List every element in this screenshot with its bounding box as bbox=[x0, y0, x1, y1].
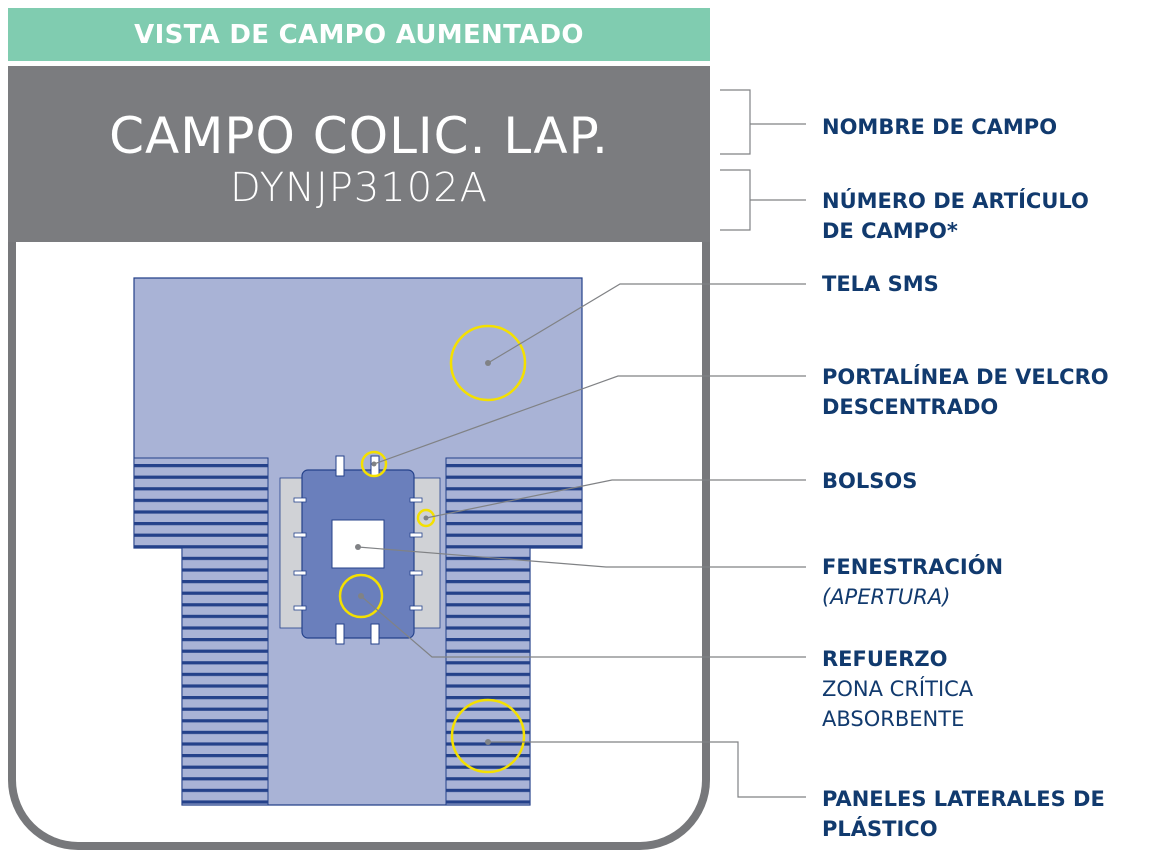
callout-item-number: NÚMERO DE ARTÍCULO DE CAMPO* bbox=[822, 186, 1152, 246]
callout-side-panels: PANELES LATERALES DE PLÁSTICO bbox=[822, 784, 1152, 844]
velcro-tab bbox=[335, 455, 345, 477]
velcro-tab bbox=[335, 623, 345, 645]
sms-fabric-leader bbox=[487, 283, 806, 364]
callout-velcro: PORTALÍNEA DE VELCRO DESCENTRADO bbox=[822, 362, 1152, 422]
side-panels-leader bbox=[488, 741, 806, 798]
side-tabs bbox=[293, 497, 423, 611]
callout-drape-name: NOMBRE DE CAMPO bbox=[822, 112, 1152, 142]
callout-fenestration-title: FENESTRACIÓN bbox=[822, 555, 1004, 579]
velcro-ring bbox=[360, 450, 388, 478]
callout-side-panels-line1: PANELES LATERALES DE bbox=[822, 787, 1105, 811]
velcro-leader bbox=[373, 375, 806, 465]
callout-fenestration: FENESTRACIÓN (APERTURA) bbox=[822, 552, 1152, 612]
callout-sms-fabric-title: TELA SMS bbox=[822, 272, 939, 296]
callout-drape-name-title: NOMBRE DE CAMPO bbox=[822, 115, 1058, 139]
banner-title: VISTA DE CAMPO AUMENTADO bbox=[134, 19, 584, 50]
callout-sms-fabric: TELA SMS bbox=[822, 269, 1152, 299]
name-bracket bbox=[720, 89, 806, 155]
callout-reinforcement-line3: ABSORBENTE bbox=[822, 707, 965, 731]
callout-side-panels-line2: PLÁSTICO bbox=[822, 817, 938, 841]
callout-reinforcement: REFUERZO ZONA CRÍTICA ABSORBENTE bbox=[822, 644, 1152, 734]
fenestration-leader bbox=[357, 546, 806, 568]
drape-name: CAMPO COLIC. LAP. bbox=[109, 107, 609, 165]
callout-pockets-title: BOLSOS bbox=[822, 469, 918, 493]
view-banner: VISTA DE CAMPO AUMENTADO bbox=[8, 8, 710, 61]
callout-item-number-line2: DE CAMPO* bbox=[822, 219, 958, 243]
left-side-panel bbox=[133, 457, 269, 806]
right-side-panel bbox=[445, 457, 583, 806]
callout-velcro-line2: DESCENTRADO bbox=[822, 395, 999, 419]
side-panel-ring bbox=[450, 698, 526, 774]
drape-item-number: DYNJP3102A bbox=[229, 165, 489, 211]
reinforcement-leader bbox=[360, 595, 806, 658]
number-bracket bbox=[720, 169, 806, 231]
sms-fabric-ring bbox=[449, 324, 527, 402]
callout-pockets: BOLSOS bbox=[822, 466, 1152, 496]
callout-fenestration-note: (APERTURA) bbox=[822, 585, 951, 609]
callout-reinforcement-title: REFUERZO bbox=[822, 647, 948, 671]
callout-item-number-line1: NÚMERO DE ARTÍCULO bbox=[822, 189, 1089, 213]
drape-card-header: CAMPO COLIC. LAP. DYNJP3102A bbox=[8, 66, 710, 242]
callout-velcro-line1: PORTALÍNEA DE VELCRO bbox=[822, 365, 1109, 389]
velcro-tab bbox=[370, 623, 380, 645]
reinforcement-ring bbox=[338, 573, 384, 619]
callout-reinforcement-line2: ZONA CRÍTICA bbox=[822, 677, 974, 701]
pockets-leader bbox=[425, 479, 806, 519]
pocket-ring bbox=[416, 508, 436, 528]
